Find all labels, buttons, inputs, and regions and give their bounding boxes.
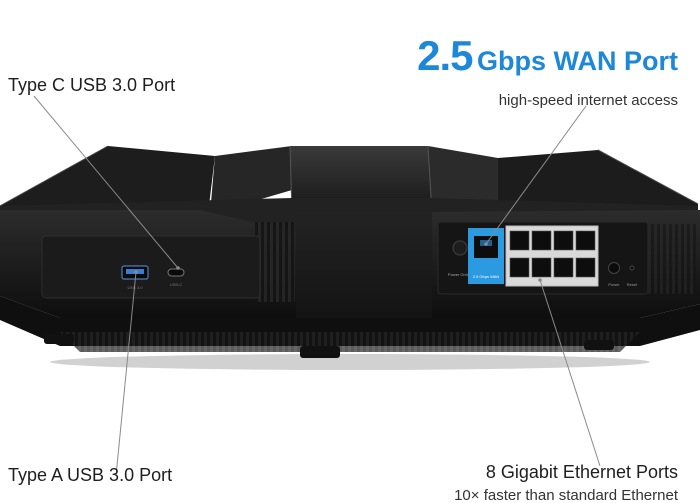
- ethernet-port: [553, 257, 574, 278]
- ethernet-port: [509, 257, 530, 278]
- ethernet-callout: 8 Gigabit Ethernet Ports 10× faster than…: [454, 461, 678, 503]
- power-button: [452, 240, 468, 256]
- power-button-label: Power On/Off: [448, 272, 473, 277]
- ethernet-callout-subtitle: 10× faster than standard Ethernet: [454, 487, 678, 503]
- ethernet-port: [531, 230, 552, 251]
- wan-callout-subtitle: high-speed internet access: [498, 92, 678, 109]
- ethernet-port: [553, 230, 574, 251]
- wan-speed-unit: Gbps WAN Port: [477, 46, 678, 76]
- rear-port-panel: Power On/Off 2.5 Gbps WAN Power R: [437, 221, 649, 295]
- usb-a-port-label: USB 3.0: [128, 285, 144, 290]
- usb-c-port-label: USB-C: [170, 282, 183, 287]
- wan-callout-title: 2.5 Gbps WAN Port: [417, 34, 678, 88]
- leader-line-wan: [485, 105, 587, 245]
- ethernet-callout-title: 8 Gigabit Ethernet Ports: [485, 462, 678, 482]
- dc-jack: [608, 262, 620, 274]
- usb-panel: USB 3.0 USB-C: [41, 235, 261, 299]
- usb-a-callout: Type A USB 3.0 Port: [8, 465, 173, 485]
- wan-speed-value: 2.5: [417, 32, 473, 79]
- wan-port: [474, 236, 498, 258]
- leader-line-usb-c: [33, 95, 179, 269]
- usb-c-callout: Type C USB 3.0 Port: [8, 75, 176, 95]
- wan-callout: 2.5 Gbps WAN Port high-speed internet ac…: [417, 34, 678, 110]
- dc-jack-label: Power: [608, 282, 620, 287]
- leader-line-ethernet: [539, 279, 601, 467]
- ethernet-port: [575, 230, 596, 251]
- wan-port-label: 2.5 Gbps WAN: [473, 274, 500, 279]
- ethernet-port: [531, 257, 552, 278]
- usb-c-port: [167, 268, 185, 277]
- ethernet-port: [509, 230, 530, 251]
- reset-button: [629, 265, 635, 271]
- leader-line-usb-a: [115, 271, 137, 477]
- ethernet-port: [575, 257, 596, 278]
- reset-button-label: Reset: [627, 282, 638, 287]
